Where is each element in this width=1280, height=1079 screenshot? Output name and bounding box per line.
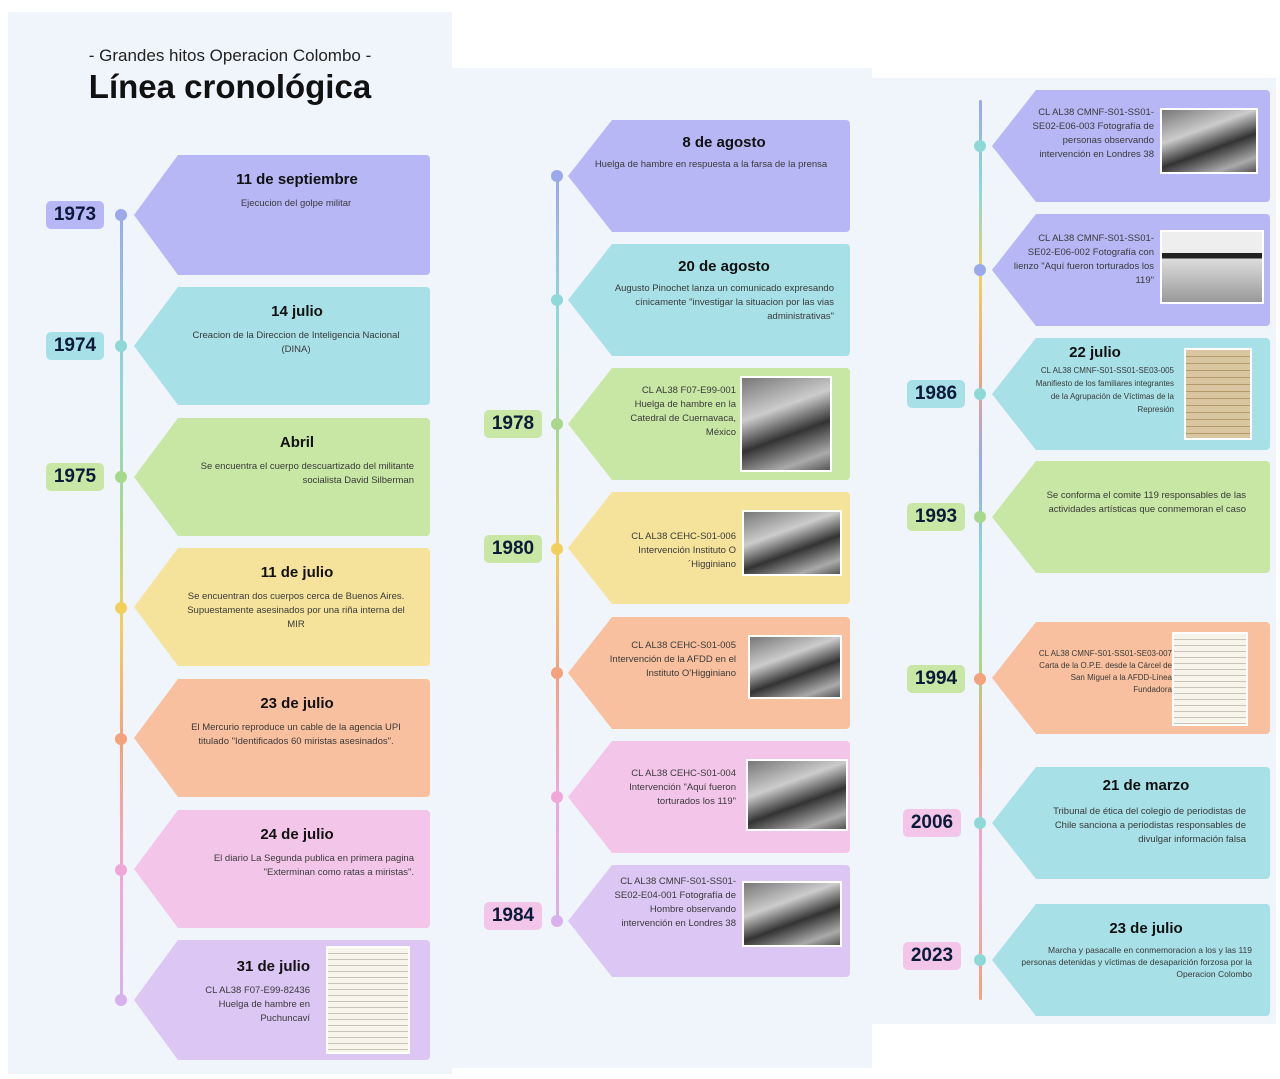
event-date: 23 de julio xyxy=(260,695,334,712)
event-card-14-julio: 14 julio Creacion de la Direccion de Int… xyxy=(134,287,430,405)
event-card-1978-cuernavaca: CL AL38 F07-E99-001 Huelga de hambre en … xyxy=(568,368,850,480)
year-label-1994: 1994 xyxy=(907,665,965,693)
event-card-1980-instituto: CL AL38 CEHC-S01-006 Intervención Instit… xyxy=(568,492,850,604)
event-description: Se encuentran dos cuerpos cerca de Bueno… xyxy=(187,591,405,630)
people-photo xyxy=(1160,108,1258,174)
page-subtitle: - Grandes hitos Operacion Colombo - xyxy=(88,46,372,65)
timeline-dot xyxy=(551,418,563,430)
event-date: 11 de julio xyxy=(260,564,334,581)
event-card-lienzo: CL AL38 CMNF-S01-SS01-SE02-E06-002 Fotog… xyxy=(992,214,1270,326)
page-title: Línea cronológica xyxy=(88,68,372,105)
year-label-1978: 1978 xyxy=(484,410,542,438)
timeline-dot xyxy=(115,340,127,352)
year-label-1973: 1973 xyxy=(46,201,104,229)
timeline-dot xyxy=(115,471,127,483)
year-label-1986: 1986 xyxy=(907,380,965,408)
event-description: Marcha y pasacalle en conmemoracion a lo… xyxy=(1021,945,1252,979)
event-description: CL AL38 CMNF-S01-SS01-SE02-E06-002 Fotog… xyxy=(1013,233,1154,286)
event-card-11-septiembre: 11 de septiembre Ejecucion del golpe mil… xyxy=(134,155,430,275)
event-card-21-marzo: 21 de marzo Tribunal de ética del colegi… xyxy=(992,767,1270,879)
event-date: 14 julio xyxy=(271,303,323,320)
letter-document xyxy=(1172,632,1248,726)
document-scan-image xyxy=(326,946,410,1054)
event-description: Tribunal de ética del colegio de periodi… xyxy=(1053,806,1246,845)
event-description: El diario La Segunda publica en primera … xyxy=(213,853,414,878)
event-date: 20 de agosto xyxy=(678,258,770,275)
event-card-aqui-fueron: CL AL38 CEHC-S01-004 Intervención "Aquí … xyxy=(568,741,850,853)
timeline-line-right xyxy=(979,100,982,1000)
event-description: CL AL38 CMNF-S01-SS01-SE03-005 Manifiest… xyxy=(1035,366,1174,414)
event-card-1984-londres38: CL AL38 CMNF-S01-SS01-SE02-E04-001 Fotog… xyxy=(568,865,850,977)
event-description: Se encuentra el cuerpo descuartizado del… xyxy=(200,461,414,486)
timeline-dot xyxy=(551,915,563,927)
event-card-11-julio: 11 de julio Se encuentran dos cuerpos ce… xyxy=(134,548,430,666)
timeline-dot xyxy=(974,511,986,523)
event-date: 31 de julio xyxy=(236,958,310,975)
event-description: Huelga de hambre en respuesta a la farsa… xyxy=(594,159,828,170)
timeline-dot xyxy=(974,264,986,276)
event-card-23-julio: 23 de julio El Mercurio reproduce un cab… xyxy=(134,679,430,797)
building-photo xyxy=(748,635,842,699)
year-label-1975: 1975 xyxy=(46,463,104,491)
event-card-afdd-instituto: CL AL38 CEHC-S01-005 Intervención de la … xyxy=(568,617,850,729)
timeline-dot xyxy=(115,994,127,1006)
event-card-comite-119: Se conforma el comite 119 responsables d… xyxy=(992,461,1270,573)
timeline-dot xyxy=(974,388,986,400)
event-card-londres38-personas: CL AL38 CMNF-S01-SS01-SE02-E06-003 Fotog… xyxy=(992,90,1270,202)
event-date: 22 julio xyxy=(1069,344,1121,361)
timeline-dot xyxy=(551,294,563,306)
timeline-dot xyxy=(974,954,986,966)
year-label-1980: 1980 xyxy=(484,535,542,563)
event-card-abril: Abril Se encuentra el cuerpo descuartiza… xyxy=(134,418,430,536)
event-description: CL AL38 F07-E99-001 Huelga de hambre en … xyxy=(630,385,736,438)
timeline-dot xyxy=(974,817,986,829)
manifesto-document xyxy=(1184,348,1252,440)
facade-photo xyxy=(746,759,848,831)
timeline-dot xyxy=(551,791,563,803)
timeline-dot xyxy=(974,673,986,685)
timeline-dot xyxy=(115,602,127,614)
event-description: CL AL38 CEHC-S01-006 Intervención Instit… xyxy=(631,531,736,570)
event-date: 11 de septiembre xyxy=(236,171,358,188)
year-label-2006: 2006 xyxy=(903,809,961,837)
event-description: Augusto Pinochet lanza un comunicado exp… xyxy=(614,283,834,322)
event-description: CL AL38 CEHC-S01-004 Intervención "Aquí … xyxy=(629,768,736,807)
year-label-1984: 1984 xyxy=(484,902,542,930)
timeline-dot xyxy=(115,733,127,745)
event-date: 8 de agosto xyxy=(682,134,766,151)
event-card-8-agosto: 8 de agosto Huelga de hambre en respuest… xyxy=(568,120,850,232)
event-description: CL AL38 CMNF-S01-SS01-SE02-E06-003 Fotog… xyxy=(1032,107,1154,160)
event-card-22-julio: 22 julio CL AL38 CMNF-S01-SS01-SE03-005 … xyxy=(992,338,1270,450)
timeline-dot xyxy=(115,209,127,221)
event-description: CL AL38 CMNF-S01-SS01-SE02-E04-001 Fotog… xyxy=(614,876,736,929)
timeline-dot xyxy=(551,543,563,555)
event-description: CL AL38 CMNF-S01-SS01-SE03-007 Carta de … xyxy=(1038,649,1172,694)
timeline-dot xyxy=(974,140,986,152)
event-card-23-julio-2023: 23 de julio Marcha y pasacalle en conmem… xyxy=(992,904,1270,1016)
event-description: CL AL38 F07-E99-82436 Huelga de hambre e… xyxy=(205,985,310,1024)
year-label-1974: 1974 xyxy=(46,332,104,360)
event-date: 21 de marzo xyxy=(1102,777,1190,794)
event-card-24-julio: 24 de julio El diario La Segunda publica… xyxy=(134,810,430,928)
event-description: CL AL38 CEHC-S01-005 Intervención de la … xyxy=(609,640,736,679)
event-date: Abril xyxy=(279,434,315,451)
year-label-1993: 1993 xyxy=(907,503,965,531)
timeline-dot xyxy=(551,667,563,679)
event-card-carta-ope: CL AL38 CMNF-S01-SS01-SE03-007 Carta de … xyxy=(992,622,1270,734)
street-photo xyxy=(742,510,842,576)
event-description: Ejecucion del golpe militar xyxy=(240,198,352,209)
year-label-2023: 2023 xyxy=(903,942,961,970)
timeline-dot xyxy=(115,864,127,876)
event-card-31-julio: 31 de julio CL AL38 F07-E99-82436 Huelga… xyxy=(134,940,430,1060)
event-description: El Mercurio reproduce un cable de la age… xyxy=(191,722,401,747)
protest-photo xyxy=(740,376,832,472)
event-card-20-agosto: 20 de agosto Augusto Pinochet lanza un c… xyxy=(568,244,850,356)
event-date: 24 de julio xyxy=(260,826,334,843)
event-description: Creacion de la Direccion de Inteligencia… xyxy=(192,330,400,355)
banner-photo xyxy=(1160,230,1264,304)
timeline-dot xyxy=(551,170,563,182)
man-observing-photo xyxy=(742,881,842,947)
event-description: Se conforma el comite 119 responsables d… xyxy=(1046,490,1246,515)
event-date: 23 de julio xyxy=(1109,920,1183,937)
